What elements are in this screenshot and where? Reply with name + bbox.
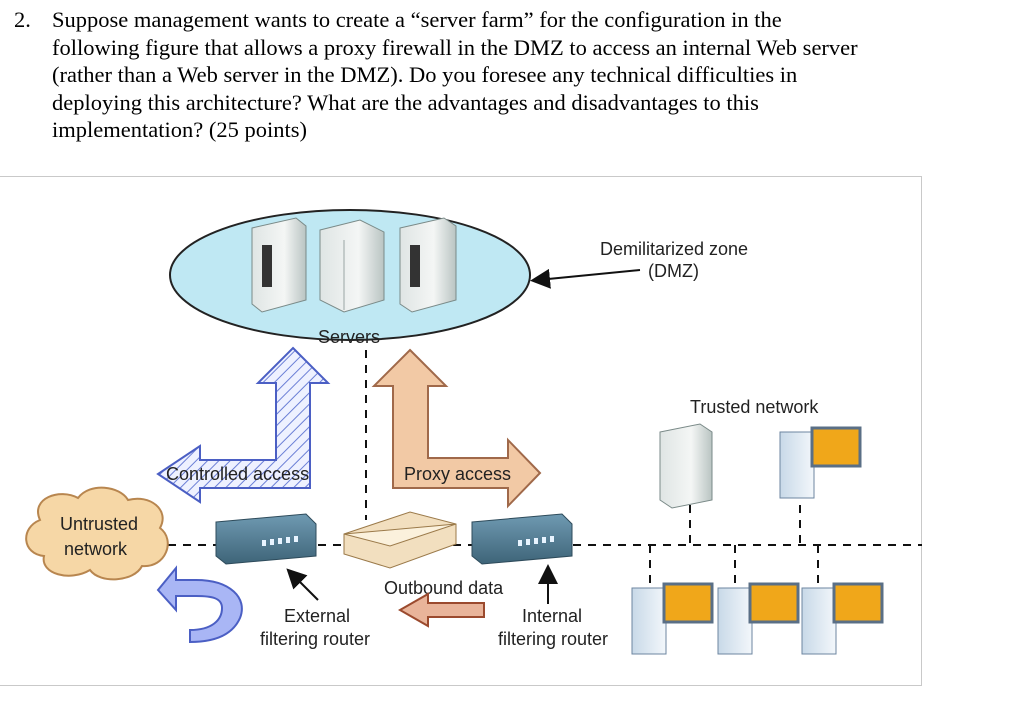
workstation-icon — [779, 426, 862, 499]
question-line: Suppose management wants to create a “se… — [52, 7, 782, 32]
question-line: implementation? (25 points) — [52, 117, 307, 142]
internal-router-label: filtering router — [498, 629, 608, 649]
internal-router-label: Internal — [522, 606, 582, 626]
dmz-pointer-arrow — [530, 268, 641, 289]
proxy-firewall-icon — [343, 511, 457, 569]
question-line: following figure that allows a proxy fir… — [52, 34, 858, 60]
figure-frame — [0, 176, 922, 686]
question-line: (rather than a Web server in the DMZ). D… — [52, 62, 798, 87]
server-icon — [319, 219, 385, 313]
server-icon — [399, 217, 457, 313]
internal-router-icon — [471, 513, 573, 565]
question-text: Suppose management wants to create a “se… — [52, 6, 1002, 144]
external-router-label: filtering router — [260, 629, 370, 649]
return-arrow — [156, 565, 243, 644]
trusted-server-icon — [659, 423, 713, 509]
external-router-icon — [215, 513, 317, 565]
proxy-access-arrow — [371, 348, 542, 509]
controlled-access-label: Controlled access — [166, 464, 309, 484]
workstation-icon — [631, 582, 714, 655]
servers-label: Servers — [318, 327, 380, 347]
external-router-pointer — [286, 568, 319, 601]
controlled-access-arrow — [156, 346, 331, 504]
outbound-data-label: Outbound data — [384, 578, 504, 598]
dmz-label: (DMZ) — [648, 261, 699, 281]
outbound-data-arrow — [397, 592, 485, 628]
server-icon — [251, 217, 307, 313]
untrusted-label: Untrusted — [60, 514, 138, 534]
workstation-icon — [801, 582, 884, 655]
trusted-network-label: Trusted network — [690, 397, 819, 417]
untrusted-network-cloud — [25, 486, 169, 581]
proxy-access-label: Proxy access — [404, 464, 511, 484]
workstation-icon — [717, 582, 800, 655]
untrusted-label: network — [64, 539, 128, 559]
external-router-label: External — [284, 606, 350, 626]
dmz-label: Demilitarized zone — [600, 239, 748, 259]
question-number: 2. — [14, 7, 31, 32]
question-line: deploying this architecture? What are th… — [52, 89, 759, 115]
